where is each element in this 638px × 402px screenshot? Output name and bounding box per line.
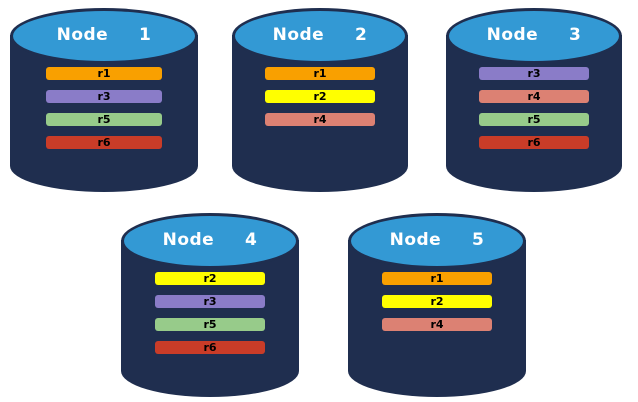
- cylinder-top-ellipse: Node 5: [348, 213, 526, 269]
- replica-bar: r4: [265, 113, 375, 126]
- replica-bar: r1: [45, 67, 163, 80]
- replica-bar: r4: [479, 90, 589, 103]
- replica-bar-list: r2 r3 r5 r6: [121, 272, 299, 354]
- replica-bar: r1: [265, 67, 375, 80]
- replica-bar: r6: [45, 136, 163, 149]
- node-title: Node 5: [389, 230, 485, 250]
- replica-bar-list: r1 r2 r4: [232, 67, 408, 126]
- cylinder-top-ellipse: Node 3: [446, 8, 622, 64]
- database-node: Node 5 r1 r2 r4: [348, 213, 526, 397]
- replica-bar: r2: [381, 295, 493, 308]
- cylinder-top-ellipse: Node 4: [121, 213, 299, 269]
- replica-bar-list: r3 r4 r5 r6: [446, 67, 622, 149]
- replica-bar: r5: [45, 113, 163, 126]
- replica-bar: r2: [154, 272, 266, 285]
- replica-bar: r6: [479, 136, 589, 149]
- database-node: Node 2 r1 r2 r4: [232, 8, 408, 192]
- database-node: Node 1 r1 r3 r5 r6: [10, 8, 198, 192]
- database-node: Node 3 r3 r4 r5 r6: [446, 8, 622, 192]
- replica-bar-list: r1 r3 r5 r6: [10, 67, 198, 149]
- node-title: Node 1: [56, 25, 152, 45]
- node-title: Node 3: [486, 25, 582, 45]
- replica-bar: r4: [381, 318, 493, 331]
- replica-bar: r5: [154, 318, 266, 331]
- database-node: Node 4 r2 r3 r5 r6: [121, 213, 299, 397]
- node-title: Node 4: [162, 230, 258, 250]
- replica-bar: r2: [265, 90, 375, 103]
- cylinder-top-ellipse: Node 1: [10, 8, 198, 64]
- cylinder-top-ellipse: Node 2: [232, 8, 408, 64]
- replica-bar: r1: [381, 272, 493, 285]
- replica-bar: r3: [154, 295, 266, 308]
- replica-bar-list: r1 r2 r4: [348, 272, 526, 331]
- replica-bar: r3: [45, 90, 163, 103]
- replica-bar: r3: [479, 67, 589, 80]
- replica-bar: r6: [154, 341, 266, 354]
- node-title: Node 2: [272, 25, 368, 45]
- replica-bar: r5: [479, 113, 589, 126]
